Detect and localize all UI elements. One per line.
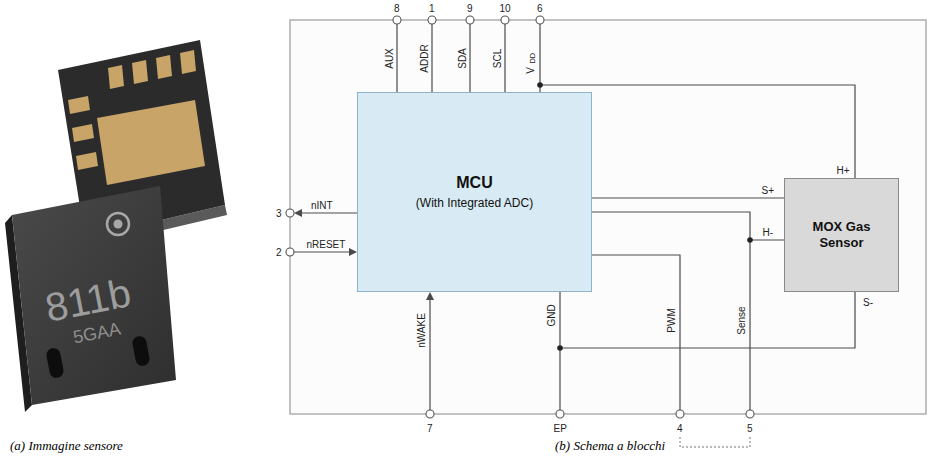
signal-name: nRESET [307,239,346,250]
junction-dot [747,237,753,243]
pin-circle [286,248,294,256]
arrow-head [426,292,434,300]
pin-number: 7 [427,423,433,434]
pin-circle [393,16,401,24]
signal-name: V [524,67,535,74]
chip-center-pad [97,100,205,185]
pin-circle [428,16,436,24]
junction-dot [557,345,563,351]
signal-name: AUX [383,48,394,69]
wire [539,24,540,92]
pin-number: 6 [537,3,543,14]
chip-marking: 811b [42,270,135,330]
wire [592,255,680,410]
mcu-block: MCU (With Integrated ADC) [357,92,592,292]
chip-pad [132,60,148,84]
signal-name: nWAKE [415,313,426,348]
signal-name: SCL [492,48,503,67]
pin-number: EP [554,423,567,434]
chip-pad [108,65,124,89]
chip-pad [156,55,172,79]
pin-circle [426,410,434,418]
pin-number: 2 [276,247,282,258]
wire [396,24,397,92]
arrow-head [294,209,302,217]
pin-number: 4 [677,423,683,434]
chip-pad [76,152,98,170]
block-title: MCU [456,173,492,192]
wire [592,212,750,410]
pin-circle [556,410,564,418]
pin-circle [746,410,754,418]
wire [300,212,357,213]
pin-number: 8 [394,3,400,14]
pin-number: 3 [276,208,282,219]
pin-circle [536,16,544,24]
jumper-bracket [680,437,750,447]
signal-wire [592,197,784,198]
sensor-pin-name: S- [863,297,873,308]
pin-circle [501,16,509,24]
wire [429,298,430,410]
pin-circle [466,16,474,24]
pin-number: 5 [747,423,753,434]
housing-outline [290,20,926,414]
chip-logo [107,213,129,235]
signal-name: nINT [311,200,333,211]
block-subtitle: (With Integrated ADC) [416,196,533,210]
chip-pad [68,96,90,114]
wire [504,24,505,92]
junction-dot [537,82,543,88]
figure-caption: (a) Immagine sensore [10,439,123,453]
signal-name: SDA [456,48,467,69]
chip-logo [114,220,123,229]
signal-name: GND [546,304,557,326]
chip-slot [131,335,150,367]
pin-circle [286,209,294,217]
signal-subscript: DD [529,53,537,64]
gas-sensor-block: MOX Gas Sensor [784,178,899,292]
pin-number: 10 [500,3,511,14]
wire [294,251,351,252]
arrow-head [349,248,357,256]
sensor-pin-name: H+ [837,165,850,176]
chip-pad [72,124,94,142]
figure-caption: (b) Schema a blocchi [555,439,665,453]
chip-slot [45,347,64,379]
signal-name: ADDR [419,44,430,72]
chip-pad [180,50,196,74]
signal-name: PWM [666,308,677,332]
wire [431,24,432,92]
chip-front-face [12,186,176,405]
pin-number: 9 [467,3,473,14]
pin-circle [676,410,684,418]
block-title: MOX Gas Sensor [791,219,892,250]
pin-number: 1 [429,3,435,14]
sensor-pin-name: S+ [762,185,775,196]
wire [750,239,784,240]
signal-name: Sense [736,306,747,334]
wire [469,24,470,92]
wire [559,292,560,410]
wire [560,292,855,348]
sensor-pin-name: H- [763,227,774,238]
